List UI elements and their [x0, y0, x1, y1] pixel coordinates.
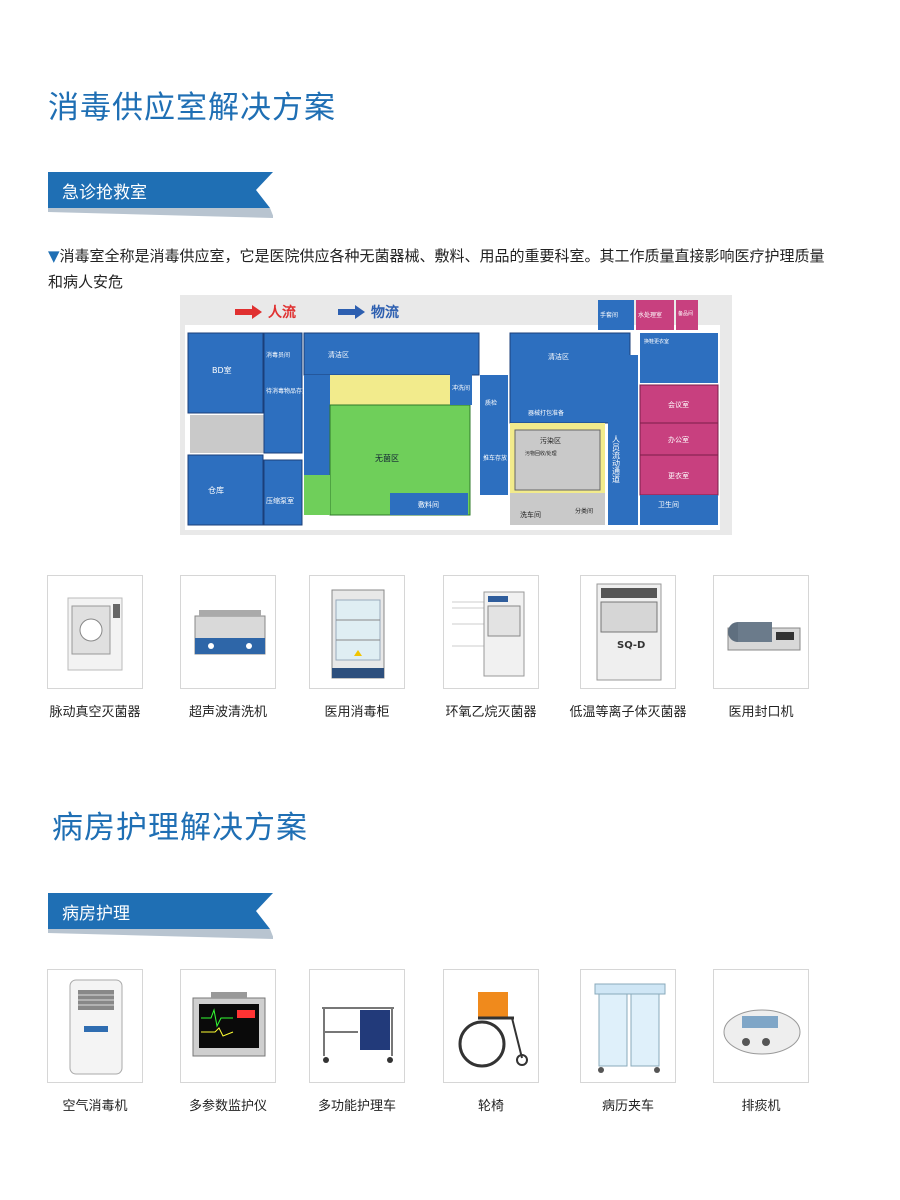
room-storage: 仓库 — [208, 485, 224, 495]
room-dressing: 敷料间 — [418, 500, 439, 509]
ribbon-label: 急诊抢救室 — [62, 183, 147, 203]
room-changing1: 换鞋更衣室 — [644, 338, 669, 345]
room-changing: 更衣室 — [668, 471, 689, 480]
ultrasonic-cleaner-icon — [194, 610, 266, 655]
product-card-eo-sterilizer[interactable] — [443, 575, 539, 689]
product-card-sealing-machine[interactable] — [713, 575, 809, 689]
intro-paragraph: ▼消毒室全称是消毒供应室，它是医院供应各种无菌器械、敷料、用品的重要科室。其工作… — [48, 243, 838, 295]
section1-ribbon: 急诊抢救室 — [48, 172, 273, 220]
ribbon-shape — [48, 172, 273, 218]
floor-plan-drawing: 人流 物流 BD室 仓库 消毒员间 待消毒物品存放间 压缩泵室 清洁区 无菌区 … — [180, 295, 732, 535]
room-water: 水处理室 — [638, 311, 662, 319]
product-name-ultrasonic-cleaner: 超声波清洗机 — [188, 705, 267, 720]
room-compress: 压缩泵室 — [266, 496, 294, 505]
room-dirty-sub: 污物回收/处理 — [525, 450, 557, 457]
room-sort: 分类间 — [575, 507, 593, 515]
room-dirty: 污染区 — [540, 436, 561, 445]
product-name-eo-sterilizer: 环氧乙烷灭菌器 — [445, 705, 537, 720]
legend-goods-label: 物流 — [371, 304, 399, 321]
section2-ribbon: 病房护理 — [48, 893, 273, 941]
product-card-steam-sterilizer[interactable] — [47, 575, 143, 689]
patient-monitor-icon — [192, 992, 266, 1057]
section1-title: 消毒供应室解决方案 — [48, 90, 336, 126]
room-meeting: 会议室 — [668, 400, 689, 409]
room-pending: 待消毒物品存放间 — [266, 387, 314, 395]
eo-sterilizer-icon — [452, 591, 525, 677]
product-card-patient-monitor[interactable] — [180, 969, 276, 1083]
room-sterile: 无菌区 — [375, 453, 399, 463]
sealing-machine-icon — [727, 622, 801, 651]
room-bd: BD室 — [212, 365, 232, 375]
room-gen: 备品间 — [678, 310, 693, 317]
product-name-nursing-cart: 多功能护理车 — [317, 1099, 396, 1114]
room-staff-flow: 人员流动通道 — [612, 435, 621, 484]
plasma-sterilizer-icon: SQ-D — [596, 583, 662, 681]
sputum-machine-icon — [723, 1009, 801, 1055]
legend-people: 人流 — [235, 304, 296, 321]
room-disinfect-staff: 消毒员间 — [266, 351, 290, 359]
floor-plan: 人流 物流 BD室 仓库 消毒员间 待消毒物品存放间 压缩泵室 清洁区 无菌区 … — [180, 295, 732, 535]
steam-sterilizer-icon — [67, 597, 123, 671]
disinfection-cabinet-icon — [331, 589, 385, 679]
product-name-patient-monitor: 多参数监护仪 — [188, 1099, 267, 1114]
product-name-sealing-machine: 医用封口机 — [728, 705, 794, 720]
room-qc: 质检 — [485, 399, 497, 407]
legend-goods: 物流 — [338, 304, 399, 321]
product-name-disinfection-cabinet: 医用消毒柜 — [324, 705, 390, 720]
ribbon-label: 病房护理 — [62, 904, 130, 924]
plasma-label: SQ-D — [617, 640, 645, 651]
section2-title: 病房护理解决方案 — [52, 810, 308, 846]
product-card-wheelchair[interactable] — [443, 969, 539, 1083]
product-card-chart-cart[interactable] — [580, 969, 676, 1083]
product-name-plasma-sterilizer: 低温等离子体灭菌器 — [569, 705, 687, 720]
product-name-air-disinfector: 空气消毒机 — [62, 1099, 128, 1114]
legend-people-label: 人流 — [268, 304, 296, 321]
room-packing: 器械打包准备 — [528, 409, 564, 417]
room-cart-wash: 洗车间 — [520, 510, 541, 519]
product-name-steam-sterilizer: 脉动真空灭菌器 — [49, 705, 141, 720]
wheelchair-icon — [458, 992, 528, 1068]
product-name-chart-cart: 病历夹车 — [601, 1099, 654, 1114]
product-name-wheelchair: 轮椅 — [477, 1099, 504, 1114]
product-card-disinfection-cabinet[interactable] — [309, 575, 405, 689]
nursing-cart-icon — [322, 1007, 394, 1063]
product-card-plasma-sterilizer[interactable]: SQ-D — [580, 575, 676, 689]
room-cart-store: 推车存放 — [483, 454, 507, 462]
room-clean-right: 清洁区 — [548, 352, 569, 361]
air-disinfector-icon — [69, 979, 123, 1075]
ribbon-shape — [48, 893, 273, 939]
chart-cart-icon — [594, 983, 666, 1073]
room-office: 办公室 — [668, 435, 689, 444]
room-hand-wash: 手套间 — [600, 311, 618, 319]
room-clean-left: 清洁区 — [328, 350, 349, 359]
product-card-sputum-machine[interactable] — [713, 969, 809, 1083]
room-toilet: 卫生间 — [658, 500, 679, 509]
product-card-ultrasonic-cleaner[interactable] — [180, 575, 276, 689]
product-card-air-disinfector[interactable] — [47, 969, 143, 1083]
product-name-sputum-machine: 排痰机 — [741, 1099, 781, 1114]
room-rinse: 冲洗间 — [452, 384, 470, 392]
product-card-nursing-cart[interactable] — [309, 969, 405, 1083]
triangle-marker-icon: ▼ — [48, 247, 60, 265]
intro-text: 消毒室全称是消毒供应室，它是医院供应各种无菌器械、敷料、用品的重要科室。其工作质… — [48, 247, 825, 291]
